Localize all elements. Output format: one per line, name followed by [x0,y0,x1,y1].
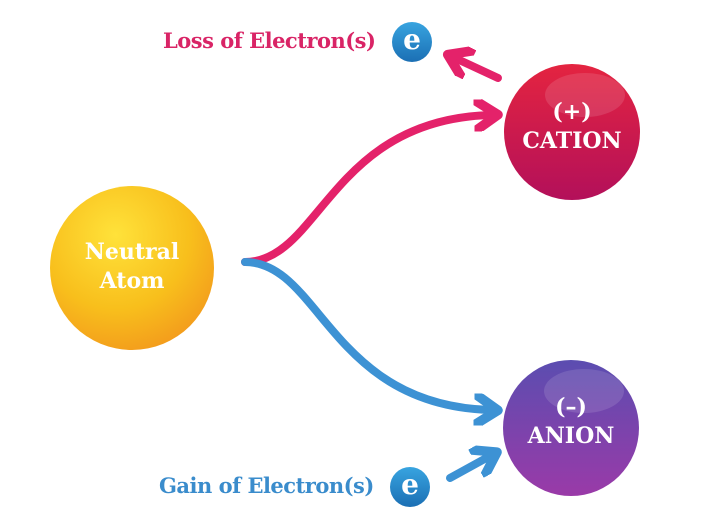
cation-text: CATION [522,127,622,154]
neutral-atom-circle [50,186,214,350]
gain-of-electrons-label: Gain of Electron(s) [159,473,374,498]
electron-symbol-loss: e [403,23,421,56]
anion-arrow [241,258,490,410]
anion-circle [503,360,639,496]
cation-arrow [241,115,490,266]
loss-of-electrons-label: Loss of Electron(s) [163,28,376,53]
anion-sign: (–) [555,394,587,420]
cation-label: (+) CATION [504,98,640,155]
anion-label: (–) ANION [503,393,639,450]
electron-icon-gain [390,467,430,507]
electron-icon-loss [392,22,432,62]
loss-arrow [455,58,502,82]
gain-arrow [446,456,490,482]
neutral-line1: Neutral [84,239,180,265]
neutral-atom-label: Neutral Atom [52,238,212,295]
electron-symbol-gain: e [401,468,419,501]
cation-circle [504,64,640,200]
cation-sign: (+) [552,99,592,125]
anion-text: ANION [527,422,615,449]
neutral-line2: Atom [99,267,165,294]
